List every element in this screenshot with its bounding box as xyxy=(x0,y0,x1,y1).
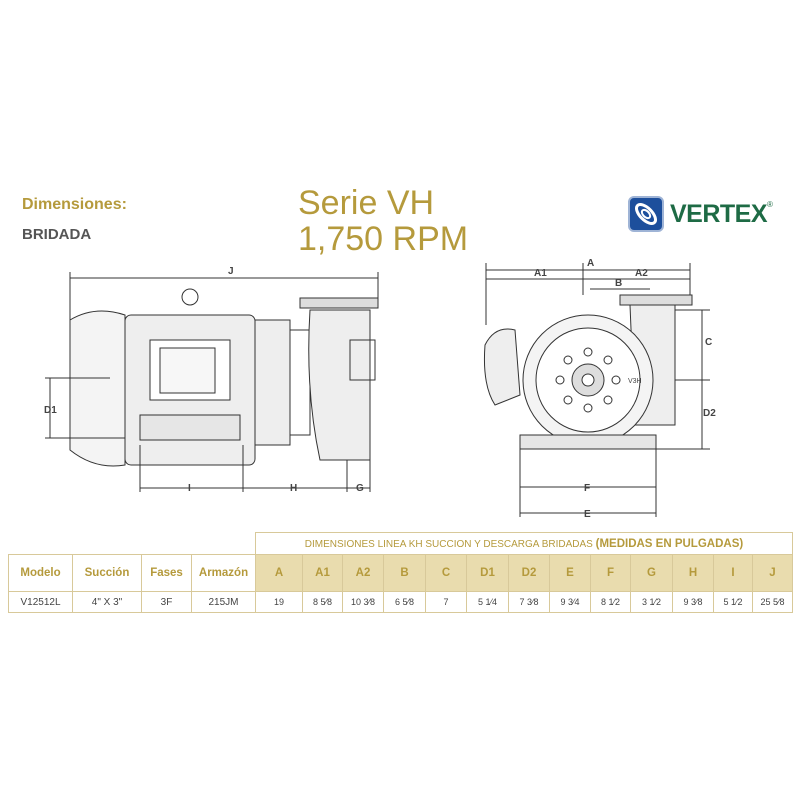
label-h: H xyxy=(290,483,297,494)
label-a2: A2 xyxy=(635,268,648,279)
column-header: H xyxy=(672,554,714,592)
label-c: C xyxy=(705,337,712,348)
dimensions-table: DIMENSIONES LINEA KH SUCCION Y DESCARGA … xyxy=(8,532,793,613)
table-cell: 5 1⁄4 xyxy=(466,591,509,613)
label-d2: D2 xyxy=(703,408,716,419)
table-cell: 8 5⁄8 xyxy=(302,591,343,613)
lifting-eye xyxy=(181,288,199,306)
label-g: G xyxy=(356,483,364,494)
column-header: A xyxy=(255,554,303,592)
table-cell: 8 1⁄2 xyxy=(590,591,631,613)
column-header: Succión xyxy=(72,554,142,592)
column-header: B xyxy=(383,554,426,592)
label-b: B xyxy=(615,278,622,289)
column-header: Fases xyxy=(141,554,192,592)
table-cell: 7 xyxy=(425,591,467,613)
label-j: J xyxy=(228,266,234,277)
table-cell: V12512L xyxy=(8,591,73,613)
column-header: G xyxy=(630,554,673,592)
side-view-drawing: J D1 I H G xyxy=(44,266,379,494)
table-cell: 4" X 3" xyxy=(72,591,142,613)
table-cell: 3F xyxy=(141,591,192,613)
table-cell: 7 3⁄8 xyxy=(508,591,550,613)
front-view-drawing: A1 A A2 B C D2 F E V3H xyxy=(484,258,716,520)
table-cell: 25 5⁄8 xyxy=(752,591,793,613)
column-header: E xyxy=(549,554,591,592)
table-cell: 9 3⁄8 xyxy=(672,591,714,613)
column-header: F xyxy=(590,554,631,592)
table-cell: 215JM xyxy=(191,591,256,613)
column-header: I xyxy=(713,554,753,592)
column-header: Modelo xyxy=(8,554,73,592)
pump-volute xyxy=(308,309,371,461)
label-a1: A1 xyxy=(534,268,547,279)
base xyxy=(519,434,657,450)
table-cell: 5 1⁄2 xyxy=(713,591,753,613)
table-cell: 10 3⁄8 xyxy=(342,591,384,613)
column-header: C xyxy=(425,554,467,592)
dimensions-label: Dimensiones: xyxy=(22,196,127,213)
series-title: Serie VH xyxy=(298,184,435,222)
label-a: A xyxy=(587,258,594,269)
label-d1: D1 xyxy=(44,405,57,416)
logo-text: VERTEX xyxy=(670,199,768,228)
motor-fan-cover xyxy=(69,310,126,467)
column-header: A2 xyxy=(342,554,384,592)
table-cell: 19 xyxy=(255,591,303,613)
column-header: J xyxy=(752,554,793,592)
discharge-flange xyxy=(299,297,379,309)
caption-text: DIMENSIONES LINEA KH SUCCION Y DESCARGA … xyxy=(304,538,596,550)
column-header: D2 xyxy=(508,554,550,592)
column-header: A1 xyxy=(302,554,343,592)
label-e: E xyxy=(584,509,591,520)
column-header: D1 xyxy=(466,554,509,592)
table-cell: 9 3⁄4 xyxy=(549,591,591,613)
label-i: I xyxy=(188,483,191,494)
logo-registered: ® xyxy=(767,200,773,209)
label-f: F xyxy=(584,483,590,494)
caption-units: (MEDIDAS EN PULGADAS) xyxy=(595,537,744,550)
type-label: BRIDADA xyxy=(22,226,92,243)
junction-box xyxy=(484,328,521,406)
pump-mark: V3H xyxy=(628,378,642,385)
vertex-logo-icon xyxy=(628,196,664,232)
vertex-logo: VERTEX ® xyxy=(628,196,773,232)
table-caption: DIMENSIONES LINEA KH SUCCION Y DESCARGA … xyxy=(255,532,793,555)
column-header: Armazón xyxy=(191,554,256,592)
discharge-flange xyxy=(619,294,693,306)
table-cell: 3 1⁄2 xyxy=(630,591,673,613)
table-cell: 6 5⁄8 xyxy=(383,591,426,613)
rpm-title: 1,750 RPM xyxy=(298,220,469,258)
